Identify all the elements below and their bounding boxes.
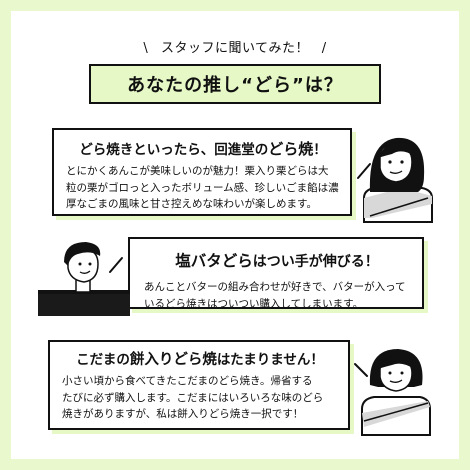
card-1-heading-highlight: どら焼	[268, 140, 314, 158]
card-2-body: あんことバターの組み合わせが好きで、バターが入って いるどら焼きはついつい購入し…	[144, 279, 410, 312]
card-3-line-3: 焼きがありますが、私は餅入りどら焼き一択です！	[62, 408, 304, 420]
card-2-heading-highlight: 塩バタどら	[175, 252, 253, 270]
card-3-heading-pre: こだまの	[76, 352, 130, 368]
card-2-line-1: あんことバターの組み合わせが好きで、バターが入って	[144, 281, 406, 293]
card-1-heading-post: ！	[313, 142, 327, 158]
card-3-line-2: たびに必ず購入します。こだまにはいろいろな味のどら	[62, 391, 324, 404]
page-title: あなたの推し“どら”は？	[127, 75, 343, 96]
card-1-line-1: とにかくあんこが美味しいのが魅力！栗入り栗どらは大	[66, 165, 329, 177]
staff-woman-long-hair-icon	[363, 137, 433, 223]
card-2-heading: 塩バタどらはつい手が伸びる！	[144, 249, 410, 271]
speech-tick-2-icon	[109, 257, 123, 273]
card-3-heading: こだまの餅入りどら焼はたまりません！	[62, 348, 338, 369]
card-2-line-2: いるどら焼きはついつい購入してしまいます。	[144, 297, 364, 310]
card-2-heading-post: はつい手が伸びる！	[252, 254, 379, 270]
comment-card-3: こだまの餅入りどら焼はたまりません！ 小さい頃から食べてきたこだまのどら焼き。帰…	[48, 340, 350, 430]
card-1-heading-pre: どら焼きといったら、回進堂の	[79, 142, 269, 158]
staff-woman-bob-hair-icon	[361, 349, 431, 436]
staff-man-short-hair-icon	[38, 242, 130, 316]
speech-tick-3-icon	[354, 363, 368, 377]
kicker-left-mark: \	[143, 41, 149, 56]
title-box: あなたの推し“どら”は？	[89, 64, 381, 104]
card-1-body: とにかくあんこが美味しいのが魅力！栗入り栗どらは大 粒の栗がゴロっと入ったボリュ…	[66, 163, 340, 213]
kicker-line: \ スタッフに聞いてみた！ /	[0, 37, 470, 56]
speech-tick-1-icon	[357, 163, 371, 179]
card-3-body: 小さい頃から食べてきたこだまのどら焼き。帰省する たびに必ず購入します。こだまに…	[62, 373, 338, 423]
kicker-right-mark: /	[321, 41, 327, 56]
comment-card-1: どら焼きといったら、回進堂のどら焼！ とにかくあんこが美味しいのが魅力！栗入り栗…	[52, 128, 352, 216]
card-1-line-3: 厚なごまの風味と甘さ控えめな味わいが楽しめます。	[66, 198, 317, 210]
comment-card-2: 塩バタどらはつい手が伸びる！ あんことバターの組み合わせが好きで、バターが入って…	[128, 237, 424, 312]
card-3-line-1: 小さい頃から食べてきたこだまのどら焼き。帰省する	[62, 375, 313, 387]
card-1-line-2: 粒の栗がゴロっと入ったボリューム感、珍しいごま餡は濃	[66, 181, 339, 194]
card-3-heading-highlight: 餅入りどら焼	[129, 352, 217, 368]
kicker-text: スタッフに聞いてみた！	[160, 41, 310, 56]
card-3-heading-post: はたまりません！	[216, 352, 324, 368]
card-1-heading: どら焼きといったら、回進堂のどら焼！	[66, 138, 340, 159]
